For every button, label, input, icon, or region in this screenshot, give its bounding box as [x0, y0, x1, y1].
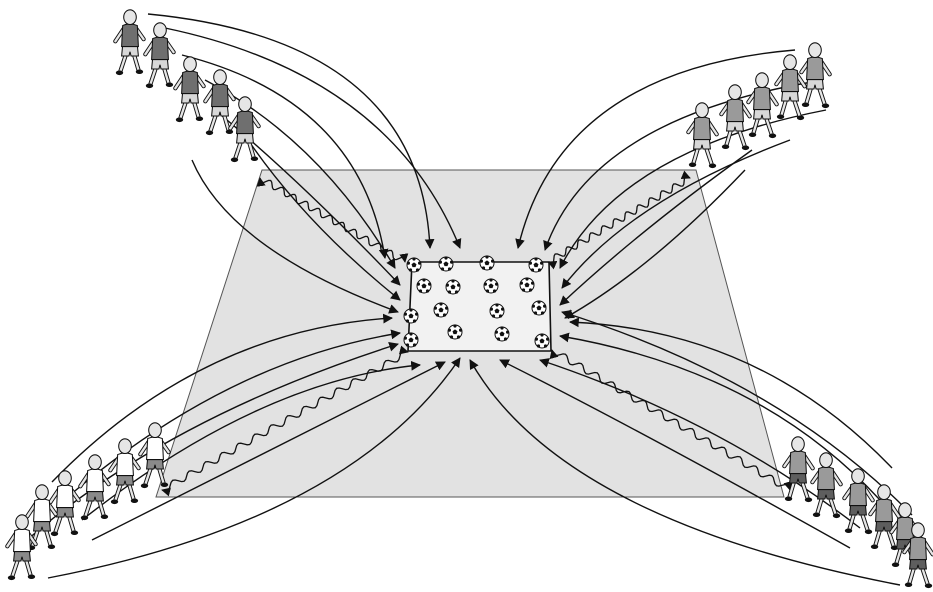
dribble-arrow: [256, 177, 409, 263]
soccer-ball-icon: [528, 257, 544, 273]
soccer-ball-icon: [403, 308, 419, 324]
player-icon: [842, 468, 875, 535]
dribble-arrow: [549, 349, 793, 491]
dribble-arrow: [547, 170, 691, 270]
player-icon: [138, 422, 171, 489]
player-icon: [719, 84, 752, 151]
run-arrow: [515, 49, 796, 249]
soccer-ball-icon: [494, 326, 510, 342]
player-icon: [48, 470, 81, 537]
soccer-ball-icon: [483, 278, 499, 294]
soccer-ball-icon: [519, 277, 535, 293]
soccer-ball-icon: [445, 279, 461, 295]
soccer-ball-icon: [489, 303, 505, 319]
player-icon: [774, 54, 807, 121]
dribble-arrow: [161, 345, 409, 497]
soccer-ball-icon: [406, 257, 422, 273]
player-icon: [5, 514, 38, 581]
player-icon: [203, 69, 236, 136]
player-icon: [902, 522, 933, 589]
player-icon: [799, 42, 832, 109]
dribble-arrows: [161, 170, 793, 497]
balls: [403, 255, 550, 349]
player-icon: [782, 436, 815, 503]
player-icon: [686, 102, 719, 169]
ball-grid-area: [407, 261, 552, 352]
player-icon: [143, 22, 176, 89]
player-icon: [108, 438, 141, 505]
soccer-ball-icon: [447, 324, 463, 340]
soccer-ball-icon: [438, 256, 454, 272]
player-icon: [868, 484, 901, 551]
player-icon: [810, 452, 843, 519]
player-icon: [113, 9, 146, 76]
player-icon: [746, 72, 779, 139]
soccer-ball-icon: [403, 332, 419, 348]
soccer-ball-icon: [534, 333, 550, 349]
player-icon: [173, 56, 206, 123]
players: [5, 9, 933, 589]
run-arrow: [469, 359, 901, 586]
soccer-ball-icon: [416, 278, 432, 294]
run-arrow: [164, 27, 462, 249]
player-icon: [25, 484, 58, 551]
player-icon: [78, 454, 111, 521]
soccer-ball-icon: [433, 302, 449, 318]
player-icon: [228, 96, 261, 163]
soccer-ball-icon: [531, 300, 547, 316]
soccer-ball-icon: [479, 255, 495, 271]
run-arrow: [147, 13, 435, 249]
